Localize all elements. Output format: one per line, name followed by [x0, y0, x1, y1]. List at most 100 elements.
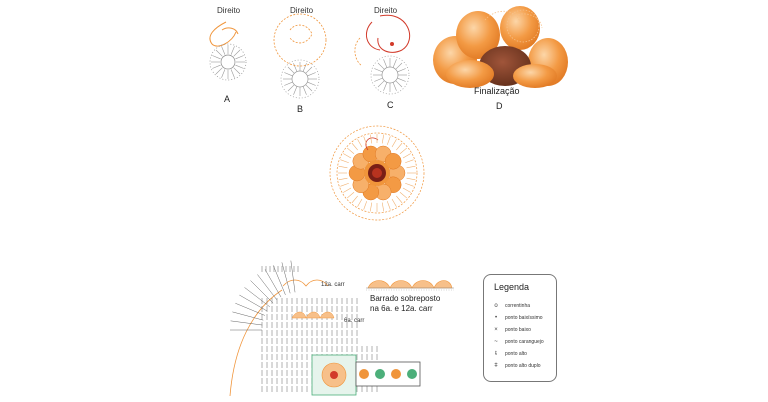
stitch-mark: [272, 265, 286, 295]
legend-item-treble: ǂ ponto alto duplo: [492, 363, 541, 369]
stitch-mark: [287, 66, 295, 74]
stitch-mark: [235, 55, 244, 60]
stitch-mark: [406, 177, 416, 181]
stitch-mark: [307, 72, 316, 77]
stitch-mark: [397, 68, 406, 73]
stitch-mark: [399, 147, 408, 154]
legend-item-single: × ponto baixo: [492, 327, 531, 333]
stitch-mark: [391, 139, 397, 148]
legend-label: correntinha: [505, 303, 531, 309]
stitch-mark: [383, 82, 388, 91]
stitch-mark: [284, 72, 293, 77]
stitch-mark: [369, 134, 373, 144]
stitch-mark: [290, 260, 296, 293]
diagram-a-top-label: Direito: [217, 6, 241, 15]
diagram-b-label: B: [297, 104, 304, 114]
stitch-mark: [392, 82, 397, 91]
stitch-mark: [302, 63, 307, 72]
stitch-mark: [284, 81, 293, 86]
stitch-mark: [264, 269, 282, 298]
stitch-mark: [369, 202, 373, 212]
stitch-mark: [281, 262, 291, 294]
stitch-mark: [338, 165, 348, 169]
stitch-mark: [351, 195, 358, 204]
stitch-mark: [346, 147, 355, 154]
diagram-d-caption: Finalização: [474, 86, 520, 96]
stitch-mark: [397, 77, 406, 82]
stitch-mark: [230, 46, 235, 55]
legend-title: Legenda: [494, 282, 530, 292]
stitch-mark: [221, 46, 226, 55]
stitch-mark: [235, 302, 265, 316]
stitch-mark: [230, 320, 263, 326]
stitch-mark: [343, 187, 352, 193]
stitch-mark: [383, 59, 388, 68]
mini-motif: [407, 369, 417, 379]
legend-label: ponto alto: [505, 351, 527, 357]
stitch-mark: [391, 198, 397, 207]
diagram-d-label: D: [496, 101, 503, 111]
stitch-mark: [386, 136, 391, 145]
diagram-b-top-label: Direito: [290, 6, 314, 15]
mini-motif: [375, 369, 385, 379]
stitch-mark: [343, 153, 352, 159]
stitch-mark: [402, 187, 411, 193]
legend-label: ponto baixíssimo: [505, 315, 543, 321]
stitch-mark: [239, 294, 268, 312]
stitch-mark: [396, 195, 403, 204]
overlay-caption-line-2: na 6a. e 12a. carr: [370, 304, 433, 313]
stitch-mark: [215, 49, 223, 57]
stitch-mark: [351, 142, 358, 151]
row12-label: 12a. carr: [321, 282, 345, 288]
legend-item-chain: o correntinha: [492, 303, 530, 309]
stitch-mark: [381, 134, 385, 144]
stitch-mark: [381, 202, 385, 212]
stitch-mark: [235, 64, 244, 69]
stitch-mark: [305, 66, 313, 74]
stitch-mark: [399, 192, 408, 199]
stitch-mark: [232, 311, 264, 321]
stitch-mark: [212, 55, 221, 60]
slip-stitch-icon: •: [494, 315, 498, 321]
diagram-c-label: C: [387, 100, 394, 110]
stitch-mark: [293, 63, 298, 72]
stitch-mark: [233, 49, 241, 57]
stitch-mark: [374, 68, 383, 73]
stitch-mark: [357, 139, 363, 148]
stitch-mark: [374, 77, 383, 82]
stitch-mark: [244, 287, 271, 308]
overlay-caption-line-1: Barrado sobreposto: [370, 294, 441, 303]
crab-stitch-icon: ~: [494, 339, 498, 345]
stitch-mark: [395, 62, 403, 70]
stitch-mark: [305, 84, 313, 92]
mini-motif: [359, 369, 369, 379]
stitch-mark: [302, 86, 307, 95]
stitch-mark: [406, 165, 416, 169]
row6-label: 6a. carr: [344, 318, 365, 324]
stitch-mark: [395, 80, 403, 88]
stitch-mark: [287, 84, 295, 92]
stitch-mark: [257, 274, 278, 301]
stitch-mark: [392, 59, 397, 68]
petal: [384, 152, 402, 170]
diagram-c-top-label: Direito: [374, 6, 398, 15]
legend-label: ponto baixo: [505, 327, 531, 333]
stitch-mark: [340, 159, 349, 164]
treble-crochet-icon: ǂ: [494, 363, 498, 369]
double-crochet-icon: ŧ: [495, 351, 497, 357]
stitch-mark: [233, 67, 241, 75]
chain-stitch-icon: o: [494, 303, 498, 309]
stitch-mark: [212, 64, 221, 69]
single-crochet-icon: ×: [494, 327, 498, 333]
legend-item-crab: ~ ponto caranguejo: [492, 339, 543, 345]
legend-box: Legenda o correntinha • ponto baixíssimo…: [483, 274, 557, 382]
stitch-mark: [377, 80, 385, 88]
stitch-mark: [405, 159, 414, 164]
mini-motif: [391, 369, 401, 379]
legend-label: ponto alto duplo: [505, 363, 541, 369]
